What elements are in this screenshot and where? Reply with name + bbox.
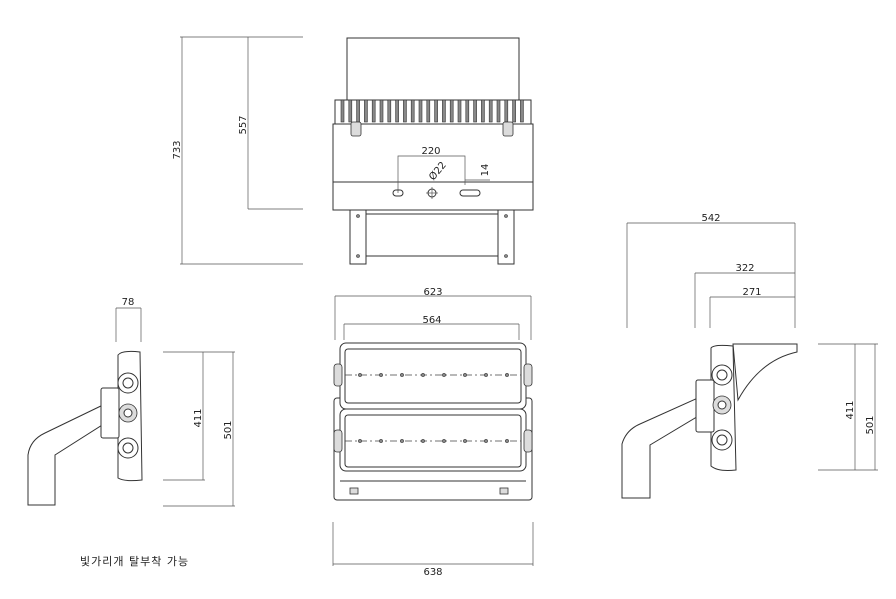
heatsink-fin <box>340 99 345 123</box>
dim-220: 220 <box>421 146 440 157</box>
heatsink-fin <box>520 99 524 123</box>
dim-564: 564 <box>422 315 441 326</box>
left-side-view: 78 411 501 <box>27 297 235 507</box>
heatsink-fin <box>457 99 462 123</box>
heatsink-fin <box>473 99 477 123</box>
note-text: 빛가리개 탈부착 가능 <box>80 555 189 568</box>
dim-271: 271 <box>742 287 761 298</box>
heatsink-fin <box>410 99 415 123</box>
heatsink-fin <box>488 99 493 123</box>
led-dot <box>463 373 467 377</box>
heatsink-fin <box>403 99 407 123</box>
heatsink-fin <box>371 99 376 123</box>
top-view: 733 557 220 Ø22 14 <box>172 36 534 265</box>
led-dot <box>505 373 509 377</box>
heatsink-fin <box>512 99 516 123</box>
dim-733: 733 <box>172 140 183 159</box>
heatsink-fin <box>481 99 485 123</box>
dim-411-right: 411 <box>845 400 856 419</box>
led-dot <box>400 373 404 377</box>
led-dot <box>421 439 425 443</box>
heatsink-fin <box>442 99 446 123</box>
heatsink-fin <box>364 99 368 123</box>
heatsink-fin <box>395 99 399 123</box>
dim-14: 14 <box>480 164 491 177</box>
led-dot <box>400 439 404 443</box>
led-dot <box>442 373 446 377</box>
led-dot <box>421 373 425 377</box>
dim-411-left: 411 <box>193 408 204 427</box>
heatsink-fin <box>449 99 454 123</box>
heatsink-fin <box>418 99 423 123</box>
heatsink-fin <box>434 99 438 123</box>
dim-638: 638 <box>423 567 442 578</box>
dim-322: 322 <box>735 263 754 274</box>
led-dot <box>379 373 383 377</box>
heatsink-fin <box>465 99 470 123</box>
heatsink-fin <box>496 99 501 123</box>
led-dot <box>358 439 362 443</box>
heatsink-fin <box>356 99 360 123</box>
led-dot <box>484 439 488 443</box>
dim-78: 78 <box>122 297 135 308</box>
heatsink-fin <box>379 99 384 123</box>
front-view: 623 564 638 <box>332 287 534 578</box>
led-dot <box>484 373 488 377</box>
led-dot <box>505 439 509 443</box>
led-dot <box>358 373 362 377</box>
heatsink-fin <box>348 99 353 123</box>
dim-623: 623 <box>423 287 442 298</box>
dim-557: 557 <box>238 115 249 134</box>
led-dot <box>379 439 383 443</box>
led-dot <box>442 439 446 443</box>
heatsink-fin <box>387 99 392 123</box>
heatsink-fin <box>504 99 509 123</box>
heatsink-fin <box>426 99 431 123</box>
led-dot <box>463 439 467 443</box>
dim-542: 542 <box>701 213 720 224</box>
dim-501-left: 501 <box>223 420 234 439</box>
dim-501-right: 501 <box>865 415 876 434</box>
right-side-view: 542 322 271 411 501 <box>621 213 878 499</box>
